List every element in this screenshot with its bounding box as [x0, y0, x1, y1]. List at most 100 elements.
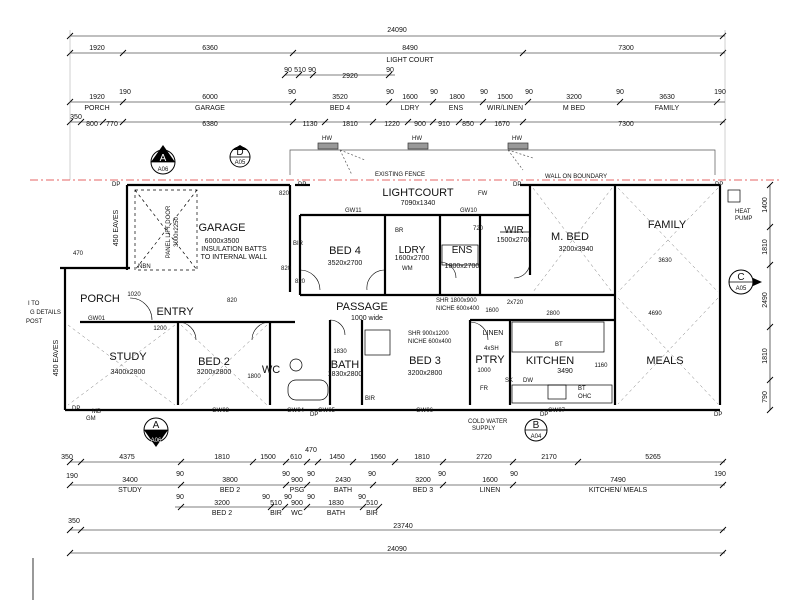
int-dim: 1020 — [127, 292, 141, 298]
niche-note: NICHE 600x400 — [436, 306, 480, 312]
dim-room-label: FAMILY — [655, 105, 680, 112]
room-meals: MEALS — [646, 355, 683, 367]
int-dim: 820 — [295, 279, 306, 285]
dim-text: 90 — [368, 471, 376, 478]
dp-label: DP — [298, 182, 306, 188]
dim-text: 90 — [284, 494, 292, 501]
dim-text: 7300 — [618, 121, 634, 128]
room-ens: ENS — [452, 245, 473, 256]
hot-water-unit — [317, 142, 339, 150]
hot-water-unit — [407, 142, 429, 150]
room-family: FAMILY — [648, 219, 687, 231]
fr-label: FR — [480, 386, 489, 392]
section-marker: D A05 — [229, 145, 251, 168]
gm-label: GM — [86, 416, 96, 422]
bir-label: BIR — [365, 396, 376, 402]
hw-label: HW — [512, 136, 522, 142]
dim-text: 2170 — [541, 454, 557, 461]
dim-room-label: BIR — [270, 510, 282, 517]
dim-overall-top: 24090 — [387, 27, 407, 34]
dp-label: DP — [540, 412, 548, 418]
dim-text: 90 — [284, 67, 292, 74]
dim-text: 900 — [414, 121, 426, 128]
dim-overall-bottom: 23740 — [393, 523, 413, 530]
room-kitchen-size: 3490 — [557, 368, 573, 375]
dim-text: 90 — [480, 89, 488, 96]
dim-room-label: BED 2 — [220, 487, 240, 494]
room-bed4-size: 3520x2700 — [328, 260, 363, 267]
room-bath-size: 1830x2800 — [328, 371, 363, 378]
br-label: BR — [395, 228, 404, 234]
window-tag: GW04 — [287, 408, 305, 414]
room-bed3: BED 3 — [409, 355, 441, 367]
dim-text: 770 — [106, 121, 118, 128]
garage-note-1: INSULATION BATTS — [201, 246, 267, 253]
dim-room-label: LDRY — [401, 105, 420, 112]
section-letter: C — [737, 272, 744, 283]
room-bath: BATH — [331, 359, 360, 371]
dim-text: 1810 — [414, 454, 430, 461]
dim-room-label: BATH — [334, 487, 352, 494]
dim-room-label: M BED — [563, 105, 585, 112]
int-dim: 1830 — [333, 349, 347, 355]
dim-text: 3200 — [415, 477, 431, 484]
panel-door-label: PANEL LIFT DOOR — [166, 205, 172, 258]
room-ldry-size: 1600x2700 — [395, 255, 430, 262]
room-porch: PORCH — [80, 293, 120, 305]
dim-room-label: WIR/LINEN — [487, 105, 523, 112]
dim-text: 90 — [525, 89, 533, 96]
bt-label: BT — [578, 386, 586, 392]
ceiling-fan-lines — [67, 187, 719, 406]
dim-text: 190 — [119, 89, 131, 96]
int-dim: 470 — [73, 251, 84, 257]
room-passage-size: 1000 wide — [351, 315, 383, 322]
dim-text: 3520 — [332, 94, 348, 101]
int-dim: 4690 — [648, 311, 662, 317]
dim-text: 90 — [176, 471, 184, 478]
room-bed2: BED 2 — [198, 356, 230, 368]
dim-text: 90 — [616, 89, 624, 96]
section-marker: A A06 — [150, 145, 176, 175]
dim-text: 1810 — [342, 121, 358, 128]
dim-text: 1500 — [260, 454, 276, 461]
dim-text: 1500 — [497, 94, 513, 101]
section-sheet: A05 — [235, 160, 246, 166]
dim-room-label: BATH — [327, 510, 345, 517]
dim-text: 90 — [307, 494, 315, 501]
dim-text: 1810 — [762, 348, 769, 364]
bt-label: BT — [555, 342, 563, 348]
dim-text: 90 — [262, 494, 270, 501]
shr-note: SHR 1800x900 — [436, 298, 477, 304]
dim-room-label: BED 3 — [413, 487, 433, 494]
room-linen: LINEN — [483, 330, 504, 337]
dim-text: 1920 — [89, 94, 105, 101]
section-sheet: A04 — [531, 434, 542, 440]
dim-text: 470 — [305, 447, 317, 454]
left-note: POST — [26, 319, 43, 325]
window-tag: GW10 — [460, 208, 478, 214]
fixtures — [134, 189, 741, 404]
window-tag: GW06 — [416, 408, 434, 414]
room-ens-size: 1800x2700 — [445, 263, 480, 270]
heat-pump — [727, 189, 741, 203]
heat-pump-note: PUMP — [735, 216, 752, 222]
existing-fence — [289, 142, 716, 176]
dim-text: 910 — [438, 121, 450, 128]
dim-text: 8490 — [402, 45, 418, 52]
dim-text: 900 — [291, 500, 303, 507]
dim-text: 1670 — [494, 121, 510, 128]
dim-text: 1220 — [384, 121, 400, 128]
garage-note-2: TO INTERNAL WALL — [201, 254, 268, 261]
room-ldry: LDRY — [399, 245, 426, 256]
room-garage: GARAGE — [198, 222, 245, 234]
nbn-label: NBN — [138, 264, 151, 270]
dim-text: 2920 — [342, 73, 358, 80]
dim-text: 6000 — [202, 94, 218, 101]
room-ptry: PTRY — [475, 354, 505, 366]
dp-label: DP — [715, 182, 723, 188]
top-dimension-strings — [66, 30, 727, 180]
dim-text: 1560 — [370, 454, 386, 461]
section-sheet: A05 — [736, 286, 747, 292]
dim-room-label: BED 2 — [212, 510, 232, 517]
